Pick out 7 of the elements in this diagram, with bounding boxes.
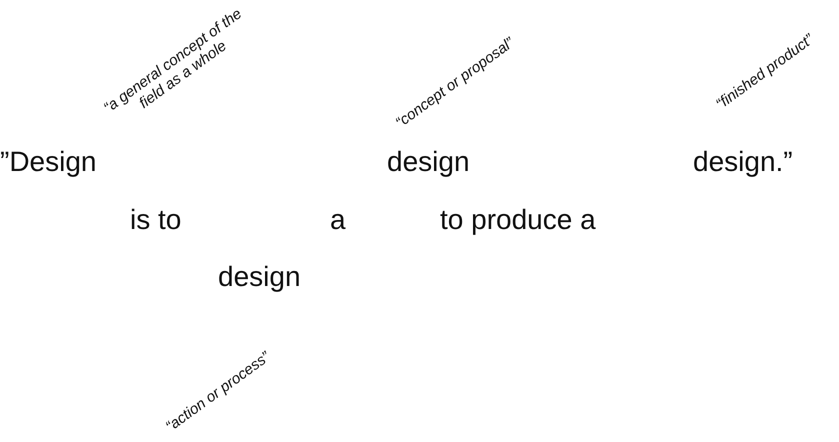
quote-word: to produce a [440, 206, 596, 234]
quote-word: a [330, 206, 346, 234]
quote-word: design [387, 148, 470, 176]
quote-word: design [218, 263, 301, 291]
quote-word: design.” [693, 148, 793, 176]
quote-word: is to [130, 206, 182, 234]
quote-word: ”Design [0, 148, 96, 176]
